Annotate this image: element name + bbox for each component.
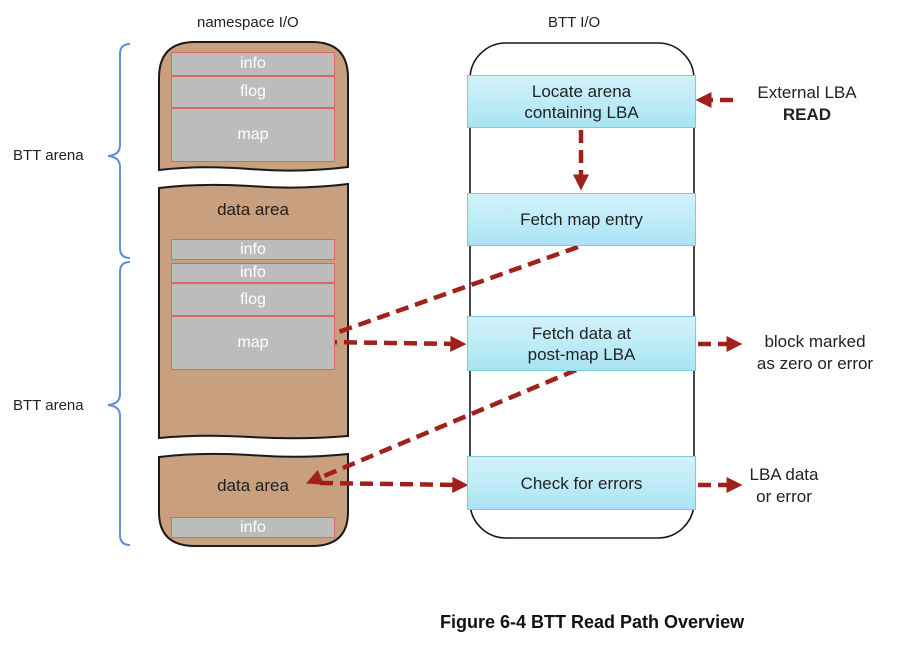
- step-locate-arena: Locate arena containing LBA: [467, 75, 696, 128]
- external-lba-line2: READ: [782, 105, 832, 124]
- step-locate-arena-line2: containing LBA: [524, 102, 639, 122]
- btt-arena-label-1: BTT arena: [13, 147, 84, 164]
- step-fetch-map-entry-label: Fetch map entry: [520, 210, 643, 229]
- lba-data-line2: or error: [756, 487, 812, 506]
- step-check-errors-label: Check for errors: [520, 473, 643, 493]
- map-segment-1: map: [171, 108, 335, 162]
- btt-io-column: [469, 42, 695, 539]
- btt-io-header: BTT I/O: [548, 14, 601, 31]
- info-segment-3: info: [171, 263, 335, 283]
- step-check-errors: Check for errors: [467, 456, 696, 510]
- flog-segment-2: flog: [171, 283, 335, 316]
- namespace-io-header: namespace I/O: [197, 14, 299, 31]
- lba-data-note: LBA data or error: [734, 464, 834, 508]
- figure-caption: Figure 6-4 BTT Read Path Overview: [440, 612, 745, 632]
- arrow-post-map-to-data-area: [306, 367, 577, 485]
- block-marked-line2: as zero or error: [756, 354, 874, 373]
- flog-segment-1: flog: [171, 76, 335, 108]
- btt-arena-label-2: BTT arena: [13, 397, 84, 414]
- data-area-label-1: data area: [217, 200, 289, 219]
- lba-data-line1: LBA data: [749, 465, 819, 484]
- info-segment-1: info: [171, 52, 335, 76]
- block-marked-note: block marked as zero or error: [735, 331, 895, 375]
- step-fetch-data-line1: Fetch data at: [531, 323, 632, 343]
- arrow-map-entry-to-map: [309, 244, 579, 345]
- arrow-map-to-fetch-data: [323, 335, 467, 352]
- step-fetch-data-line2: post-map LBA: [527, 344, 636, 364]
- step-fetch-map-entry: Fetch map entry: [467, 193, 696, 246]
- data-area-label-2: data area: [217, 476, 289, 495]
- arena-bracket-2: [107, 261, 131, 546]
- external-lba-line1: External LBA: [757, 83, 857, 102]
- arena-bracket-1: [107, 43, 131, 259]
- external-lba-note: External LBA READ: [737, 82, 877, 126]
- step-locate-arena-line1: Locate arena: [531, 81, 632, 101]
- info-segment-2: info: [171, 239, 335, 260]
- info-segment-4: info: [171, 517, 335, 538]
- step-fetch-data: Fetch data at post-map LBA: [467, 316, 696, 371]
- map-segment-2: map: [171, 316, 335, 370]
- arrow-data-area-to-check: [319, 476, 469, 493]
- block-marked-line1: block marked: [764, 332, 866, 351]
